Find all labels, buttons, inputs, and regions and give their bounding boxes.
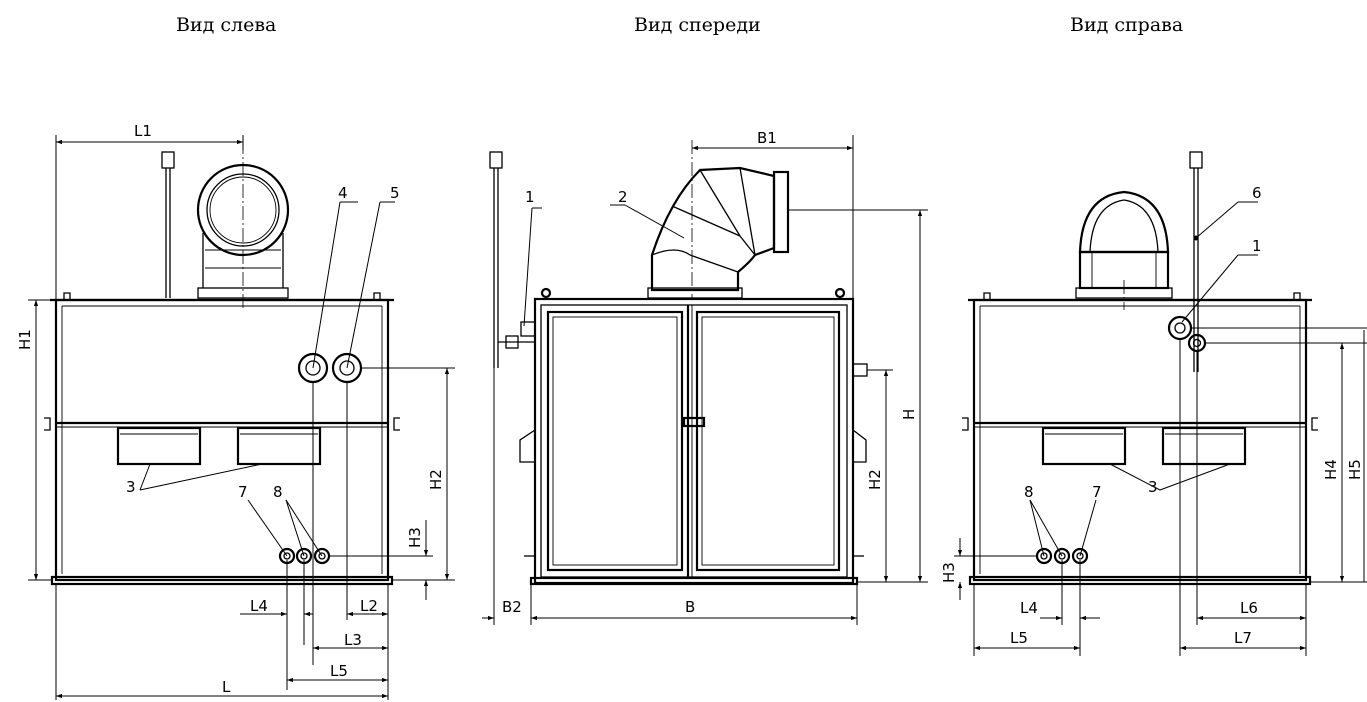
right-callout-6: 6: [1252, 184, 1262, 202]
left-callout-4: 4: [338, 184, 348, 202]
dim-L5: L5: [330, 662, 348, 680]
right-louver-2: [1161, 426, 1247, 466]
left-louver-2: [236, 426, 322, 466]
front-door-left: [546, 310, 684, 572]
dim-L2: L2: [360, 597, 378, 615]
dim-H2-front: H2: [866, 469, 884, 490]
dim-H5: H5: [1346, 459, 1364, 480]
dim-B: B: [685, 598, 695, 616]
front-view-title: Вид спереди: [634, 14, 761, 36]
left-callout-5: 5: [390, 184, 400, 202]
right-callout-8: 8: [1024, 483, 1034, 501]
front-antenna-mast: [489, 151, 536, 368]
right-louver-1: [1041, 426, 1127, 466]
dim-H1: H1: [16, 329, 34, 350]
left-callout-8: 8: [273, 483, 283, 501]
dim-H: H: [900, 409, 918, 420]
left-antenna-mast: [161, 151, 175, 298]
dim-B2: B2: [502, 598, 522, 616]
right-view-drawing: 6 1 3 8 7 H4 H5 H3 L4 L5: [940, 151, 1367, 656]
front-callout-1: 1: [525, 188, 535, 206]
left-handle-right: [393, 417, 400, 431]
right-base-frame: [968, 575, 1312, 586]
right-callout-3: 3: [1148, 478, 1158, 496]
front-elbow-duct: [647, 166, 790, 299]
front-view-drawing: 1 2 B1 H H2 B2 B: [482, 129, 928, 625]
front-base-frame: [529, 576, 859, 586]
dim-H4: H4: [1322, 459, 1340, 480]
dim-H2: H2: [427, 469, 445, 490]
dim-H3: H3: [406, 527, 424, 548]
dim-L6: L6: [1240, 599, 1258, 617]
right-antenna-mast: [1189, 151, 1203, 372]
left-dimensions: L1 H1 H2 H3 L4 L2 L3: [16, 122, 455, 700]
dim-L4: L4: [250, 597, 268, 615]
right-gland-2: [1187, 333, 1207, 353]
right-callout-1: 1: [1252, 237, 1262, 255]
right-callout-7: 7: [1092, 483, 1102, 501]
left-handle-left: [44, 417, 51, 431]
front-door-right: [695, 310, 841, 572]
right-cabinet-body: [972, 298, 1308, 582]
left-cabinet-body: [54, 298, 390, 582]
dim-L1: L1: [134, 122, 152, 140]
dim-H3-right: H3: [940, 562, 958, 583]
dim-L: L: [222, 678, 231, 696]
dim-L7: L7: [1234, 629, 1252, 647]
dim-L4-right: L4: [1020, 599, 1038, 617]
front-junction-box: [520, 321, 536, 337]
left-louver-1: [116, 426, 202, 466]
left-callout-3: 3: [126, 478, 136, 496]
front-callout-2: 2: [618, 188, 628, 206]
front-cabinet-body: [533, 297, 855, 585]
right-dimensions: H4 H5 H3 L4 L5 L6 L7: [940, 327, 1367, 656]
left-callout-7: 7: [238, 483, 248, 501]
right-gland-1: [1167, 315, 1193, 341]
dim-B1: B1: [757, 129, 777, 147]
dim-L5-right: L5: [1010, 629, 1028, 647]
dim-L3: L3: [344, 631, 362, 649]
left-view-title: Вид слева: [176, 14, 277, 36]
front-dimensions: B1 H H2 B2 B: [482, 129, 928, 625]
right-view-title: Вид справа: [1070, 14, 1184, 36]
left-view-drawing: 4 5 3 7 8 L1 H1 H2 H3: [16, 122, 455, 700]
front-door-lock: [682, 416, 706, 428]
